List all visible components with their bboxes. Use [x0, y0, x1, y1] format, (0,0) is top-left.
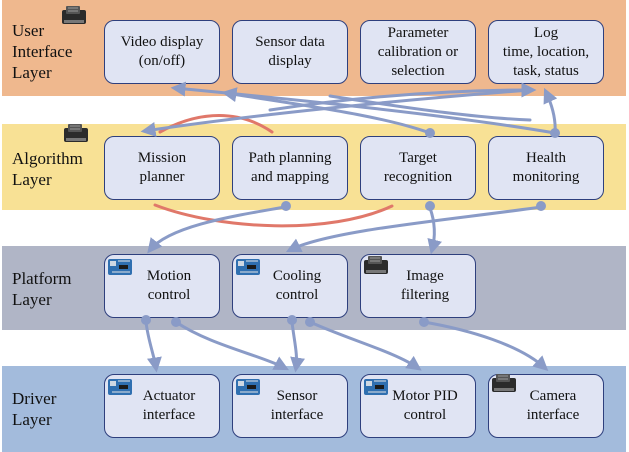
jetson-board-icon: [492, 374, 516, 392]
target-recognition-module: Target recognition: [360, 136, 476, 200]
video-display-module: Video display (on/off): [104, 20, 220, 84]
health-monitoring-module: Health monitoring: [488, 136, 604, 200]
mission-planner-module: Mission planner: [104, 136, 220, 200]
data-flow-arrow: [427, 206, 442, 255]
arduino-board-icon: [108, 259, 132, 275]
layer-label: Platform Layer: [12, 269, 72, 309]
arduino-board-icon: [236, 259, 260, 275]
parameter-calibration-module: Parameter calibration or selection: [360, 20, 476, 84]
data-flow-arrow: [147, 205, 287, 254]
image-filtering-module: Image filtering: [360, 254, 476, 318]
jetson-board-icon: [62, 6, 86, 24]
layer-label: Algorithm Layer: [12, 149, 83, 189]
actuator-interface-module: Actuator interface: [104, 374, 220, 438]
jetson-board-icon: [64, 124, 88, 142]
arduino-board-icon: [364, 379, 388, 395]
data-flow-arrow: [285, 205, 543, 253]
layer-label: User Interface Layer: [12, 21, 73, 82]
sensor-data-display-module: Sensor data display: [232, 20, 348, 84]
layer-label: Driver Layer: [12, 389, 57, 429]
arduino-board-icon: [108, 379, 132, 395]
jetson-board-icon: [364, 256, 388, 274]
log-module: Log time, location, task, status: [488, 20, 604, 84]
path-planning-module: Path planning and mapping: [232, 136, 348, 200]
arduino-board-icon: [236, 379, 260, 395]
sensor-interface-module: Sensor interface: [232, 374, 348, 438]
data-flow-arrow: [328, 94, 532, 122]
